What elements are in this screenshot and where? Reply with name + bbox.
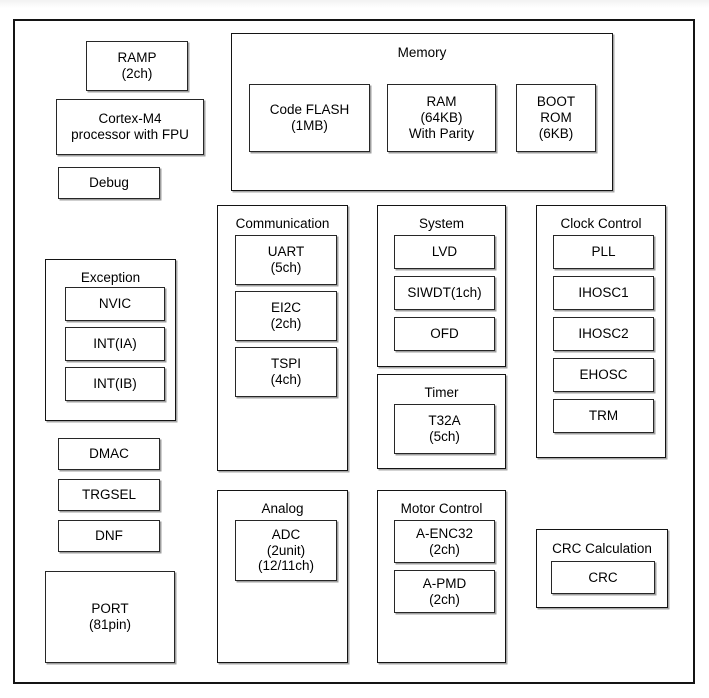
block-a-pmd-line-0: A-PMD: [422, 575, 467, 591]
block-a-enc32-line-1: (2ch): [429, 541, 460, 557]
block-adc-line-0: ADC: [271, 526, 301, 542]
block-siwdt: SIWDT(1ch): [394, 276, 495, 310]
block-boot-rom-line-1: ROM: [540, 110, 572, 126]
block-dnf: DNF: [58, 520, 160, 552]
block-a-pmd-line-1: (2ch): [429, 591, 460, 607]
block-ihosc2-line-0: IHOSC2: [578, 326, 629, 342]
block-cortex-m4-line-1: processor with FPU: [71, 127, 189, 142]
block-trm-line-0: TRM: [588, 408, 619, 424]
block-dnf-line-0: DNF: [95, 528, 123, 544]
block-pll: PLL: [553, 235, 654, 269]
block-ei2c-line-1: (2ch): [270, 316, 302, 331]
block-siwdt-line-0: SIWDT(1ch): [407, 285, 482, 301]
block-ram-line-0: RAM: [426, 94, 457, 110]
block-trgsel: TRGSEL: [58, 479, 160, 511]
group-exception-title: Exception: [80, 270, 141, 285]
block-ram-line-2: With Parity: [408, 125, 475, 141]
group-motor-control: Motor Control A-ENC32 (2ch) A-PMD (2ch): [377, 490, 506, 663]
block-tspi-line-0: TSPI: [270, 356, 301, 372]
group-analog-title: Analog: [261, 501, 304, 516]
page-top-band: [0, 0, 709, 8]
block-code-flash: Code FLASH (1MB): [249, 84, 370, 152]
block-port: PORT (81pin): [45, 571, 175, 663]
group-clock-control-title: Clock Control: [560, 216, 642, 231]
block-t32a-line-0: T32A: [428, 413, 461, 429]
block-adc-line-2: (12/11ch): [257, 558, 315, 574]
block-nvic: NVIC: [65, 287, 165, 321]
block-boot-rom-line-0: BOOT: [536, 94, 576, 110]
block-debug-line-0: Debug: [89, 175, 129, 191]
block-cortex-m4-line-0: Cortex-M4: [98, 111, 162, 127]
block-a-pmd: A-PMD (2ch): [394, 570, 495, 613]
block-ofd-line-0: OFD: [430, 326, 459, 342]
block-port-line-1: (81pin): [88, 617, 132, 632]
block-ei2c-line-0: EI2C: [270, 300, 301, 316]
block-boot-rom: BOOT ROM (6KB): [516, 84, 596, 152]
group-memory-title: Memory: [397, 45, 447, 60]
block-lvd: LVD: [394, 235, 495, 269]
block-code-flash-line-1: (1MB): [291, 118, 328, 133]
block-ihosc1: IHOSC1: [553, 276, 654, 310]
block-ramp: RAMP (2ch): [86, 41, 188, 91]
block-trgsel-line-0: TRGSEL: [81, 487, 136, 503]
block-ehosc-line-0: EHOSC: [579, 367, 628, 383]
block-boot-rom-line-2: (6KB): [538, 125, 574, 141]
block-int-ib-line-0: INT(IB): [93, 376, 137, 392]
group-clock-control: Clock Control PLL IHOSC1 IHOSC2 EHOSC TR…: [536, 205, 666, 458]
block-ramp-line-1: (2ch): [121, 66, 153, 81]
group-analog: Analog ADC (2unit) (12/11ch): [217, 490, 348, 663]
group-system-title: System: [418, 216, 464, 231]
block-nvic-line-0: NVIC: [98, 296, 132, 312]
block-crc: CRC: [551, 561, 655, 594]
block-tspi-line-1: (4ch): [270, 372, 302, 387]
group-exception: Exception NVIC INT(IA) INT(IB): [45, 259, 176, 421]
block-int-ia: INT(IA): [65, 327, 165, 361]
group-crc-calculation: CRC Calculation CRC: [536, 529, 668, 608]
group-crc-calculation-title: CRC Calculation: [552, 541, 652, 556]
block-port-line-0: PORT: [91, 601, 129, 617]
block-ramp-line-0: RAMP: [117, 50, 157, 66]
group-timer: Timer T32A (5ch): [377, 374, 506, 469]
group-communication: Communication UART (5ch) EI2C (2ch) TSPI…: [217, 205, 348, 471]
block-dmac: DMAC: [58, 438, 160, 470]
block-ihosc1-line-0: IHOSC1: [578, 285, 629, 301]
block-t32a-line-1: (5ch): [429, 429, 460, 444]
block-tspi: TSPI (4ch): [235, 347, 337, 397]
block-dmac-line-0: DMAC: [89, 446, 129, 462]
block-trm: TRM: [553, 399, 654, 433]
block-debug: Debug: [58, 167, 160, 199]
block-adc-line-1: (2unit): [266, 542, 306, 558]
block-ei2c: EI2C (2ch): [235, 291, 337, 341]
block-ram: RAM (64KB) With Parity: [387, 84, 496, 152]
group-communication-title: Communication: [235, 216, 330, 231]
block-uart: UART (5ch): [235, 235, 337, 285]
group-timer-title: Timer: [424, 385, 459, 400]
group-memory: Memory Code FLASH (1MB) RAM (64KB) With …: [231, 33, 613, 191]
block-ihosc2: IHOSC2: [553, 317, 654, 351]
block-code-flash-line-0: Code FLASH: [269, 102, 350, 118]
block-a-enc32: A-ENC32 (2ch): [394, 520, 495, 563]
block-lvd-line-0: LVD: [431, 244, 458, 260]
block-int-ib: INT(IB): [65, 367, 165, 401]
block-adc: ADC (2unit) (12/11ch): [235, 520, 337, 581]
block-t32a: T32A (5ch): [394, 404, 495, 454]
block-uart-line-1: (5ch): [270, 260, 302, 275]
block-ram-line-1: (64KB): [420, 110, 463, 126]
block-crc-line-0: CRC: [588, 569, 618, 585]
block-uart-line-0: UART: [267, 244, 305, 260]
block-int-ia-line-0: INT(IA): [93, 336, 137, 352]
group-motor-control-title: Motor Control: [400, 501, 483, 516]
block-ehosc: EHOSC: [553, 358, 654, 392]
block-a-enc32-line-0: A-ENC32: [415, 525, 474, 541]
block-pll-line-0: PLL: [591, 244, 616, 260]
block-cortex-m4: Cortex-M4 processor with FPU: [56, 99, 204, 155]
group-system: System LVD SIWDT(1ch) OFD: [377, 205, 506, 367]
block-ofd: OFD: [394, 317, 495, 351]
